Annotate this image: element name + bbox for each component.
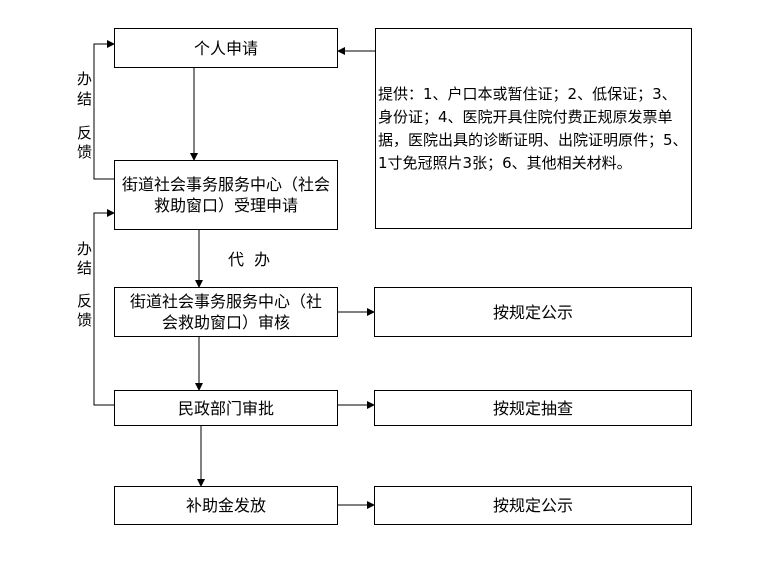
review-box: 街道社会事务服务中心（社会救助窗口）审核 xyxy=(114,287,338,337)
feedback-label-2d: 馈 xyxy=(77,311,93,329)
feedback-label-2a: 办 xyxy=(77,240,93,258)
materials-box: 提供：1、户口本或暂住证；2、低保证；3、身份证；4、医院开具住院付费正规原发票… xyxy=(375,28,692,229)
accept-box: 街道社会事务服务中心（社会救助窗口）受理申请 xyxy=(114,160,338,230)
feedback-label-1d: 馈 xyxy=(77,143,93,161)
feedback-label-1c: 反 xyxy=(77,124,93,142)
feedback-label-1a: 办 xyxy=(77,70,93,88)
feedback-label-1b: 结 xyxy=(77,90,93,108)
spotcheck-box: 按规定抽查 xyxy=(374,390,692,426)
approve-box: 民政部门审批 xyxy=(114,390,338,426)
feedback-label-2b: 结 xyxy=(77,259,93,277)
payout-box: 补助金发放 xyxy=(114,486,338,525)
publicity-box-1: 按规定公示 xyxy=(374,287,692,337)
feedback-loop-2 xyxy=(93,209,115,406)
agent-label: 代 办 xyxy=(228,250,271,269)
feedback-label-2c: 反 xyxy=(77,292,93,310)
publicity-box-2: 按规定公示 xyxy=(374,486,692,525)
feedback-loop-1 xyxy=(93,40,115,180)
apply-box: 个人申请 xyxy=(114,28,338,68)
